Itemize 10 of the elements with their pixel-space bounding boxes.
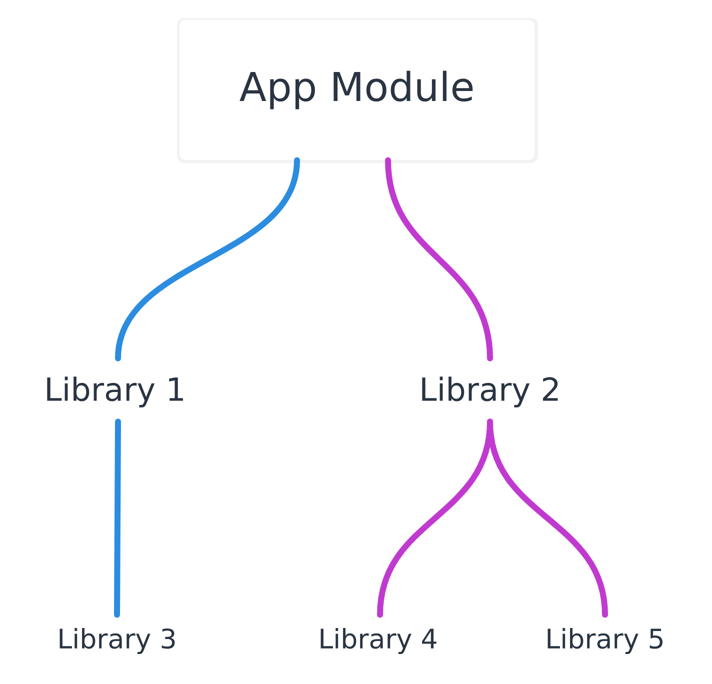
module-box: App Module: [177, 18, 538, 163]
library-label: Library 2: [422, 376, 558, 408]
library-label: Library 3: [60, 628, 175, 654]
connector-line: [114, 418, 121, 618]
library-label: Library 5: [548, 628, 662, 654]
library-label: Library 4: [320, 628, 436, 654]
connector-line: [115, 157, 300, 362]
library-label: Library 1: [47, 376, 183, 408]
connector-line: [487, 418, 608, 618]
connector-line: [385, 157, 493, 362]
